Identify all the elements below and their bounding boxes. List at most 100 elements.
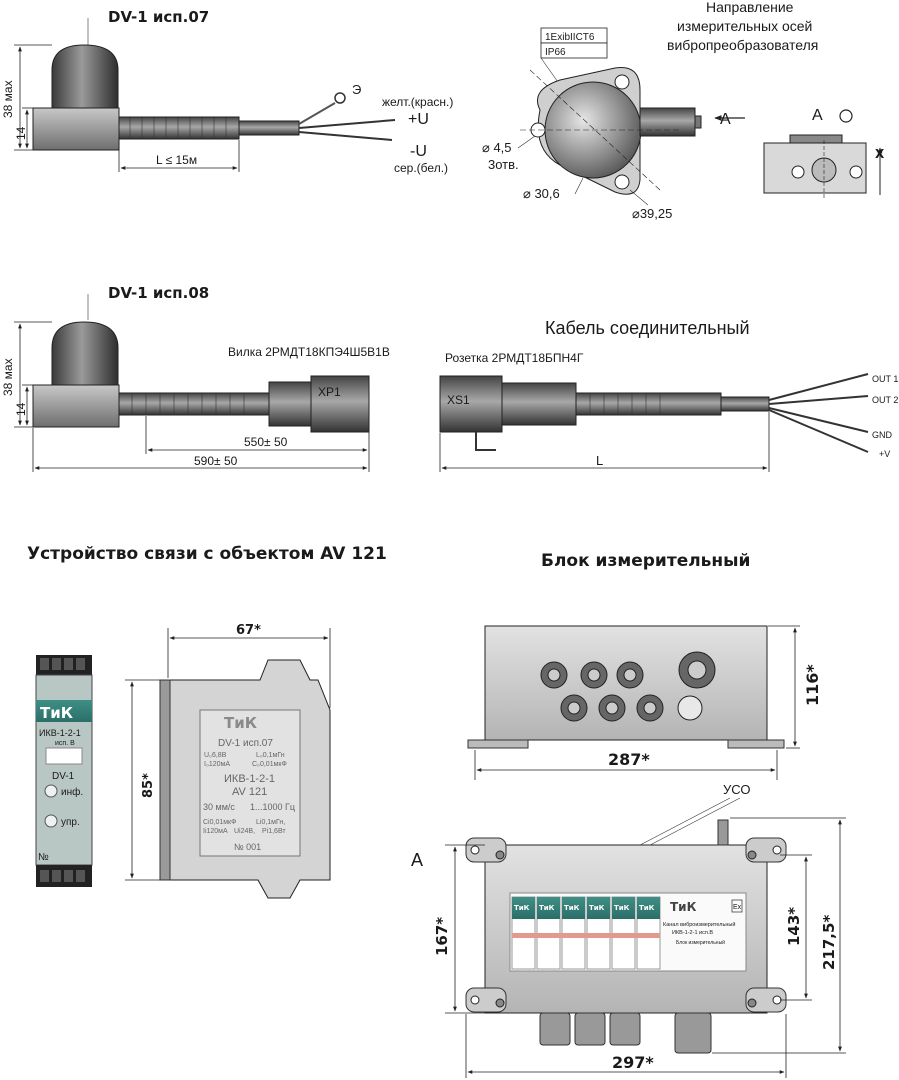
panel-line-1: Канал виброизмерительный bbox=[663, 921, 735, 928]
wire-plus bbox=[298, 119, 396, 129]
front-model-1: ИКВ-1-2-1 bbox=[39, 728, 81, 738]
dim-297: 297* bbox=[612, 1053, 654, 1072]
connecting-cable: Кабель соединительный Розетка 2РМДТ18БПН… bbox=[439, 318, 898, 472]
side-text-9: № 001 bbox=[234, 842, 261, 852]
axis-title-line2: измерительных осей bbox=[677, 18, 812, 34]
side-brand: ТиК bbox=[224, 714, 258, 732]
module-brand-3: ТиК bbox=[564, 904, 580, 912]
holes-count: 3отв. bbox=[488, 157, 519, 172]
module-brand-2: ТиК bbox=[539, 904, 555, 912]
hole-dim: ⌀ 4,5 bbox=[482, 140, 512, 155]
label-yellow: желт.(красн.) bbox=[382, 95, 453, 109]
front-model-2: исп. В bbox=[55, 740, 75, 747]
wire-plus-v: +V bbox=[879, 449, 890, 459]
view-a: A X bbox=[763, 107, 885, 200]
plug-body bbox=[268, 381, 312, 427]
panel-ex-mark: Ex bbox=[733, 904, 742, 911]
module-row bbox=[511, 896, 661, 970]
side-text-6a: 30 мм/с bbox=[203, 802, 235, 812]
wire-gnd: GND bbox=[872, 430, 893, 440]
dv1-07-drawing: DV-1 исп.07 38 мах 14 L ≤ 15м Э желт.(к bbox=[1, 8, 453, 175]
marking-ip66: IP66 bbox=[545, 47, 566, 58]
axis-x-label: X bbox=[875, 147, 885, 161]
led-info-label: инф. bbox=[61, 786, 83, 798]
panel-line-2: ИКВ-1-2-1 исп.В bbox=[672, 930, 713, 936]
cable-l-dim: L bbox=[596, 453, 603, 468]
module-brand-5: ТиК bbox=[614, 904, 630, 912]
module-brand-4: ТиК bbox=[589, 904, 605, 912]
dv1-07-title: DV-1 исп.07 bbox=[108, 8, 209, 26]
axis-title-line3: вибропреобразователя bbox=[667, 37, 818, 53]
side-text-8b: Ui24В, bbox=[234, 828, 255, 835]
socket-label: Розетка 2РМДТ18БПН4Г bbox=[445, 351, 584, 365]
label-plus-u: +U bbox=[408, 111, 429, 128]
dv1-07-height-dim: 38 мах bbox=[1, 80, 15, 118]
front-brand: ТиК bbox=[40, 704, 74, 722]
measuring-block: Блок измерительный 116* 287* УСО A bbox=[411, 551, 846, 1078]
total-length-dim: 590± 50 bbox=[194, 454, 238, 468]
side-text-1: DV-1 исп.07 bbox=[218, 738, 273, 749]
led-info bbox=[44, 784, 58, 798]
body-dim: ⌀ 30,6 bbox=[523, 186, 560, 201]
dv1-08-base-dim: 14 bbox=[14, 402, 28, 416]
socket-body bbox=[439, 375, 503, 433]
dim-217: 217,5* bbox=[820, 915, 838, 970]
cable-length-dim: 550± 50 bbox=[244, 435, 288, 449]
label-e: Э bbox=[352, 82, 361, 97]
module-brand-1: ТиК bbox=[514, 904, 530, 912]
av121-title: Устройство связи с объектом AV 121 bbox=[27, 544, 387, 564]
front-number: № bbox=[38, 852, 49, 863]
panel-line-3: Блок измерительный bbox=[676, 939, 725, 946]
sensor-cable bbox=[118, 116, 240, 140]
panel-brand: ТиК bbox=[670, 900, 697, 914]
block-height-dim: 116* bbox=[803, 664, 822, 706]
label-minus-u: -U bbox=[410, 143, 427, 160]
dv1-08-height-dim: 38 мах bbox=[1, 358, 15, 396]
uso-label: УСО bbox=[723, 782, 750, 797]
dim-167: 167* bbox=[433, 917, 451, 956]
outer-dim: ⌀39,25 bbox=[632, 206, 672, 221]
wire-out1: OUT 1 bbox=[872, 374, 898, 384]
av121-drawing: Устройство связи с объектом AV 121 ТиК И… bbox=[27, 544, 387, 899]
view-a-label: A bbox=[812, 107, 823, 124]
sensor-base bbox=[32, 107, 120, 151]
side-text-3b: C₀0,01мкФ bbox=[252, 761, 287, 768]
av121-width-dim: 67* bbox=[236, 623, 261, 638]
arrow-a-label: A bbox=[720, 111, 731, 128]
module-brand-6: ТиК bbox=[639, 904, 655, 912]
plug-label: Вилка 2РМДТ18КПЭ4Ш5В1В bbox=[228, 345, 390, 359]
side-text-5: AV 121 bbox=[232, 786, 267, 798]
block-title: Блок измерительный bbox=[541, 551, 750, 571]
cable-title: Кабель соединительный bbox=[545, 318, 750, 338]
av121-height-dim: 85* bbox=[141, 773, 156, 798]
wire-shield bbox=[298, 102, 336, 125]
label-grey: сер.(бел.) bbox=[394, 161, 448, 175]
side-text-2b: L₀0,1мГн bbox=[256, 752, 285, 759]
led-control-label: упр. bbox=[61, 817, 80, 828]
dv1-08-drawing: DV-1 исп.08 Вилка 2РМДТ18КПЭ4Ш5В1В XP1 3… bbox=[1, 284, 390, 472]
block-width-side-dim: 287* bbox=[608, 750, 650, 769]
xs1-tag: XS1 bbox=[447, 393, 470, 407]
dim-143: 143* bbox=[785, 907, 803, 946]
side-text-7a: Ci0,01мкФ bbox=[203, 819, 236, 826]
axis-title-line1: Направление bbox=[706, 0, 794, 15]
led-control bbox=[44, 814, 58, 828]
front-channel: DV-1 bbox=[52, 771, 75, 782]
side-text-8c: Pi1,6Вт bbox=[262, 828, 286, 835]
xp1-tag: XP1 bbox=[318, 385, 341, 399]
wire-minus bbox=[298, 131, 393, 141]
dv1-07-length-dim: L ≤ 15м bbox=[156, 153, 197, 167]
side-text-7b: Li0,1мГн, bbox=[256, 819, 285, 826]
side-text-4: ИКВ-1-2-1 bbox=[224, 773, 275, 785]
sensor-dome bbox=[51, 44, 119, 109]
marking-exib: 1ExibIICT6 bbox=[545, 32, 595, 43]
side-text-2a: U₀6,8В bbox=[204, 752, 227, 759]
dv1-07-base-dim: 14 bbox=[14, 126, 28, 140]
sensor-top-view: Направление измерительных осей вибропрео… bbox=[482, 0, 818, 221]
side-text-8a: Ii120мА bbox=[203, 828, 228, 835]
side-text-6b: 1...1000 Гц bbox=[250, 802, 295, 812]
side-text-3a: I₀120мА bbox=[204, 761, 230, 768]
wire-out2: OUT 2 bbox=[872, 395, 898, 405]
block-a-label: A bbox=[411, 850, 423, 870]
